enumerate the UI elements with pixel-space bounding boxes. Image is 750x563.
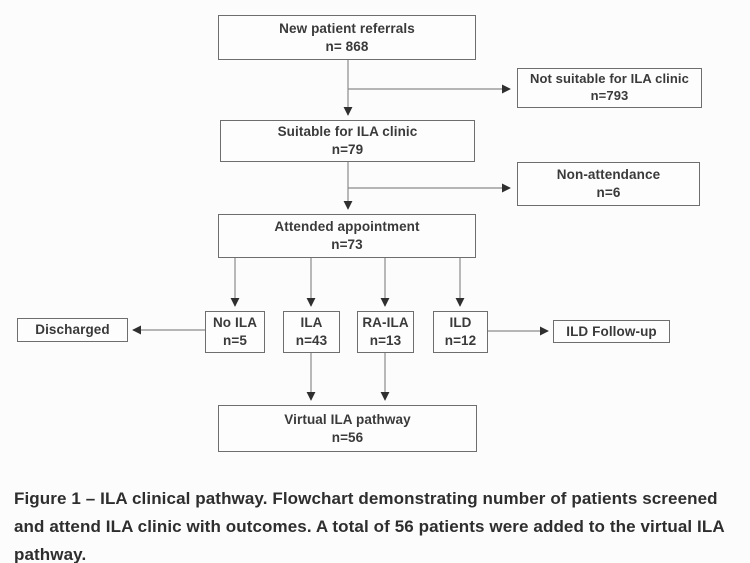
node-attended-appointment: Attended appointment n=73 [218,214,476,258]
node-count: n=79 [331,142,364,157]
node-new-patient-referrals: New patient referrals n= 868 [218,15,476,60]
node-count: n=13 [369,333,402,348]
node-virtual-ila-pathway: Virtual ILA pathway n=56 [218,405,477,452]
node-suitable-for-ila-clinic: Suitable for ILA clinic n=79 [220,120,475,162]
node-label: Attended appointment [274,219,420,235]
node-label: No ILA [212,315,258,331]
node-no-ila: No ILA n=5 [205,311,265,353]
node-ild: ILD n=12 [433,311,488,353]
node-label: New patient referrals [279,20,415,36]
node-ild-follow-up: ILD Follow-up [553,320,670,343]
node-label: ILD [449,315,472,331]
node-not-suitable-for-ila-clinic: Not suitable for ILA clinic n=793 [517,68,702,108]
node-count: n=5 [223,333,247,348]
node-count: n=793 [590,88,629,103]
node-count: n=73 [331,237,363,252]
node-count: n=43 [295,333,328,348]
node-ila: ILA n=43 [283,311,340,353]
node-count: n=12 [444,333,477,348]
figure-caption: Figure 1 – ILA clinical pathway. Flowcha… [14,489,725,563]
node-label: Non-attendance [556,167,661,183]
node-ra-ila: RA-ILA n=13 [357,311,414,353]
node-label: Virtual ILA pathway [284,411,411,427]
node-non-attendance: Non-attendance n=6 [517,162,700,206]
node-label: Not suitable for ILA clinic [530,71,689,87]
node-count: n=56 [331,429,364,445]
node-count: n= 868 [325,38,369,54]
node-label: Suitable for ILA clinic [277,124,418,140]
node-count: n=6 [596,185,621,200]
node-label: ILA [300,315,323,331]
node-label: ILD Follow-up [566,323,657,339]
node-label: Discharged [35,322,110,338]
node-discharged: Discharged [17,318,128,342]
node-label: RA-ILA [362,315,409,331]
